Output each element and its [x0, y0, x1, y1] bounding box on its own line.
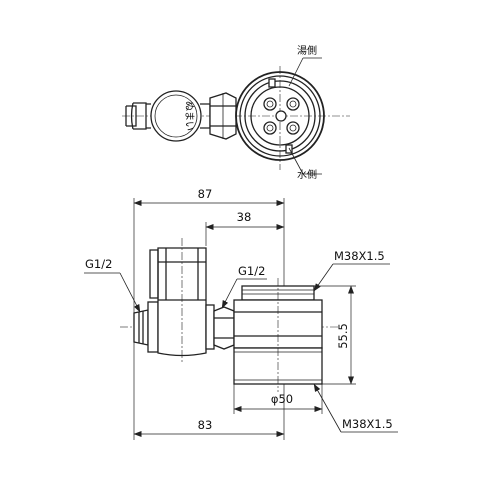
dim-38-label: 38 [237, 210, 252, 224]
g12-right-leader [221, 278, 238, 309]
dim-87-label: 87 [198, 187, 213, 201]
front-view: 87 38 83 φ50 55.5 G1/2 G1/2 M38X1.5 M38X… [84, 187, 398, 440]
main-body [149, 238, 207, 362]
top-view: ぬまい [122, 44, 350, 181]
g12-left-label: G1/2 [85, 257, 112, 271]
diverter-knob: ぬまい [146, 90, 211, 142]
cold-side-label: 水側 [297, 168, 317, 181]
m38-bottom-leader [313, 383, 342, 433]
m38-top-label: M38X1.5 [334, 249, 385, 263]
m38-bottom-label: M38X1.5 [342, 417, 393, 431]
adapter-cylinder [233, 278, 323, 392]
hex-nut [209, 92, 237, 140]
lever-stub [125, 102, 147, 130]
hot-leader [288, 57, 304, 87]
inlet-fitting [133, 301, 159, 353]
g12-right-label: G1/2 [238, 264, 265, 278]
hot-side-label: 湯側 [297, 44, 317, 57]
round-body [235, 71, 325, 161]
port-4 [286, 121, 300, 135]
g12-left-leader [119, 272, 141, 313]
front-hex-nut [205, 304, 235, 350]
port-1 [263, 97, 277, 111]
port-3 [263, 121, 277, 135]
cold-leader [288, 147, 304, 175]
port-center [275, 110, 287, 122]
m38-top-leader [313, 263, 334, 292]
dim-phi50-label: φ50 [271, 392, 293, 406]
dim-55-5-label: 55.5 [336, 323, 350, 349]
knob-label: ぬまい [183, 101, 195, 131]
port-2 [286, 97, 300, 111]
dim-83-label: 83 [198, 418, 213, 432]
